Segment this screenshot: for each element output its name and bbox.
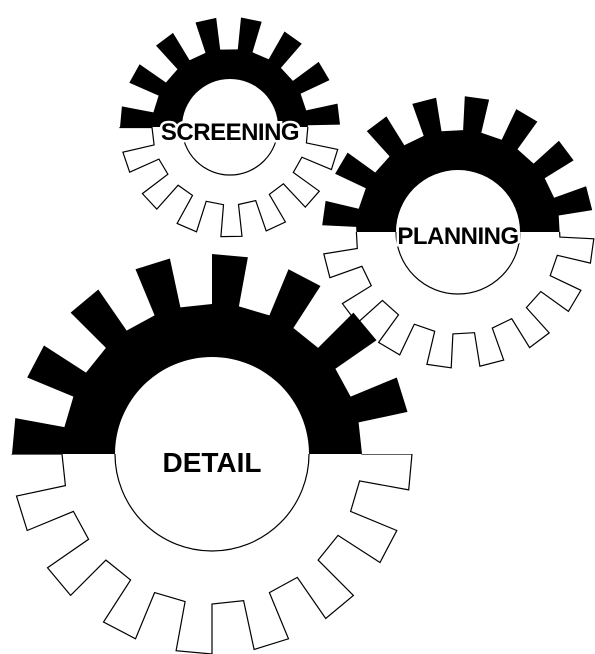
planning-gear: PLANNING (322, 96, 595, 369)
screening-gear-bottom-outline (119, 127, 339, 238)
planning-gear-top-fill (322, 96, 593, 232)
screening-gear-top-fill (120, 17, 340, 127)
detail-gear-label: DETAIL (162, 447, 261, 478)
detail-gear: DETAIL (11, 254, 413, 654)
detail-gear-top-fill (12, 254, 412, 454)
planning-gear-label: PLANNING (397, 223, 518, 250)
screening-gear-label: SCREENING (161, 119, 299, 146)
planning-gear-bottom-outline (323, 232, 595, 369)
screening-gear: SCREENING (119, 17, 340, 238)
detail-gear-bottom-outline (11, 454, 413, 654)
